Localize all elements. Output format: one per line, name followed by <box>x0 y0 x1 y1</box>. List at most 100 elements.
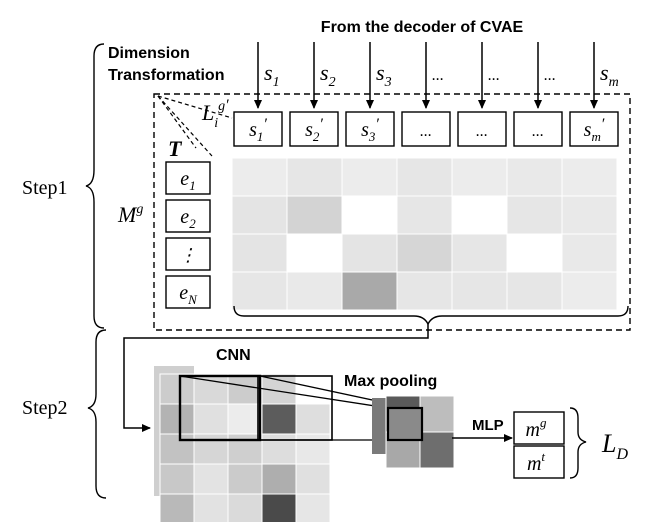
cnn-cell <box>261 433 297 465</box>
entity-box <box>165 275 211 309</box>
step1-label: Step1 <box>22 177 68 199</box>
input-label: s1 <box>264 60 280 90</box>
matrix-to-cnn-arrow <box>123 324 429 432</box>
matrix-cell <box>506 157 563 197</box>
output-label: mt <box>527 449 545 475</box>
cnn-cell <box>159 403 195 435</box>
transformed-features: s1′s2′s3′.........sm′ <box>233 111 619 147</box>
matrix-cell <box>451 195 508 235</box>
transformed-box <box>289 111 339 147</box>
cnn-cell <box>227 463 263 495</box>
matrix-cell <box>341 195 398 235</box>
matrix-cell <box>396 233 453 273</box>
output-embeddings: mg mt <box>513 411 565 479</box>
cnn-feature-map <box>154 366 331 522</box>
transformed-label: s1′ <box>249 116 267 144</box>
output-box <box>513 411 565 445</box>
cnn-cell <box>193 493 229 522</box>
matrix-cell <box>396 271 453 311</box>
t-label: T <box>168 136 183 161</box>
li-label: Lig′ <box>201 97 229 131</box>
matrix-cell <box>506 195 563 235</box>
transformed-box <box>345 111 395 147</box>
output-brace <box>569 407 587 479</box>
entity-label: e1 <box>180 168 195 193</box>
entity-label: eN <box>179 282 198 307</box>
ld-label: LD <box>601 429 628 463</box>
transform-link-line-2 <box>157 95 233 119</box>
transformed-box <box>569 111 619 147</box>
step1-brace <box>85 43 105 329</box>
matrix-cell <box>231 195 288 235</box>
transformed-box <box>457 111 507 147</box>
cnn-cell <box>295 463 331 495</box>
dimension-label-line1: Dimension <box>108 45 190 62</box>
entity-label: e2 <box>180 206 196 231</box>
cnn-cell <box>159 463 195 495</box>
matrix-cell <box>396 157 453 197</box>
cnn-cell <box>295 433 331 465</box>
cnn-cell <box>227 493 263 522</box>
cnn-cell <box>159 493 195 522</box>
pool-cell <box>419 395 455 433</box>
similarity-matrix <box>231 157 618 311</box>
matrix-cell <box>231 233 288 273</box>
input-label: ... <box>488 67 500 84</box>
cnn-cell <box>193 463 229 495</box>
output-label: mg <box>526 415 547 441</box>
entity-box <box>165 161 211 195</box>
entity-label: ⋮ <box>179 245 197 265</box>
matrix-cell <box>561 233 618 273</box>
transformed-box <box>401 111 451 147</box>
mlp-label: MLP <box>472 417 504 434</box>
entity-box <box>165 199 211 233</box>
cnn-cell <box>227 373 263 405</box>
output-box <box>513 445 565 479</box>
matrix-cell <box>286 157 343 197</box>
transformed-label: ... <box>420 123 432 140</box>
input-label: sm <box>600 60 619 90</box>
input-label: ... <box>544 67 556 84</box>
matrix-cell <box>506 233 563 273</box>
input-label: s2 <box>320 60 336 90</box>
source-label: From the decoder of CVAE <box>321 19 524 36</box>
max-pooling-map <box>372 395 455 469</box>
transformed-box <box>233 111 283 147</box>
transformed-label: ... <box>476 123 488 140</box>
transformed-label: s3′ <box>361 116 379 144</box>
cnn-cell <box>193 403 229 435</box>
entity-box <box>165 237 211 271</box>
matrix-cell <box>286 195 343 235</box>
input-label: s3 <box>376 60 392 90</box>
pool-selected-cell <box>386 406 424 442</box>
cnn-cell <box>295 403 331 435</box>
matrix-cell <box>561 271 618 311</box>
matrix-cell <box>231 157 288 197</box>
transformed-box <box>513 111 563 147</box>
matrix-cell <box>561 195 618 235</box>
matrix-cell <box>341 233 398 273</box>
matrix-cell <box>341 157 398 197</box>
matrix-cell <box>341 271 398 311</box>
matrix-cell <box>451 271 508 311</box>
dimension-label-line2: Transformation <box>108 67 224 84</box>
cnn-cell <box>159 373 195 405</box>
cnn-cell <box>295 493 331 522</box>
matrix-cell <box>396 195 453 235</box>
step2-label: Step2 <box>22 397 68 419</box>
cnn-cell <box>193 433 229 465</box>
max-pooling-label: Max pooling <box>344 373 437 390</box>
matrix-cell <box>506 271 563 311</box>
transformed-label: s2′ <box>305 116 323 144</box>
cnn-cell <box>295 373 331 405</box>
entity-list: e1 e2 ⋮ eN <box>165 161 211 309</box>
cnn-cell <box>261 463 297 495</box>
matrix-cell <box>451 233 508 273</box>
cnn-cell <box>261 403 297 435</box>
matrix-cell <box>286 233 343 273</box>
cnn-cell <box>227 403 263 435</box>
cnn-label: CNN <box>216 347 251 364</box>
step2-brace <box>87 329 107 499</box>
matrix-cell <box>451 157 508 197</box>
